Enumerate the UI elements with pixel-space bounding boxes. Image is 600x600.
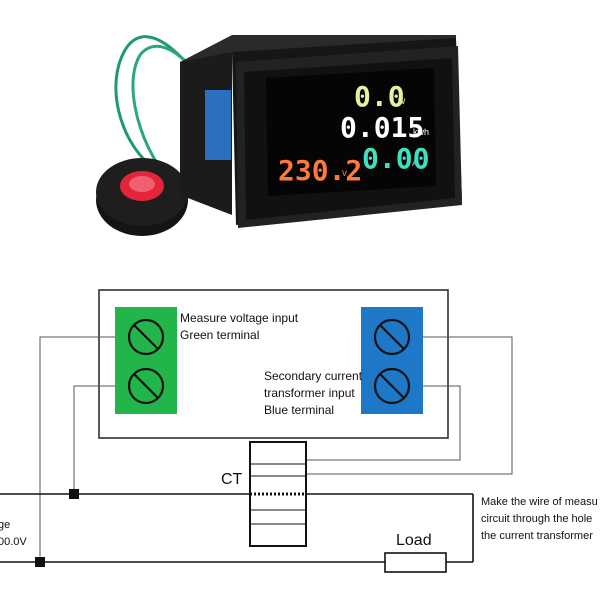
green-terminal-block <box>115 307 177 414</box>
signal-wires <box>39 336 513 562</box>
load-resistor <box>384 552 447 573</box>
voltage-unit: v <box>342 168 347 179</box>
main-circuit <box>0 493 474 563</box>
blue-terminal-block <box>361 307 423 414</box>
screw-terminal-icon <box>127 367 165 405</box>
ct-ring-photo <box>96 158 188 236</box>
left-text-1: ge <box>0 519 10 531</box>
meter-display: 0.0 w 0.015 kwh 230.2 v 0.00 A <box>266 68 436 196</box>
blue-label-1: Secondary current <box>264 369 363 383</box>
ct-label: CT <box>221 471 243 488</box>
meter-outline <box>98 289 449 439</box>
blue-label-3: Blue terminal <box>264 403 334 417</box>
power-value: 0.0 <box>354 80 405 113</box>
left-text-2: 00.0V <box>0 536 27 548</box>
ct-transformer <box>249 441 307 547</box>
energy-unit: kwh <box>413 127 429 137</box>
energy-value: 0.015 <box>340 111 424 144</box>
screw-terminal-icon <box>373 318 411 356</box>
load-label: Load <box>396 532 432 549</box>
current-value: 0.00 <box>362 142 429 175</box>
junction-dot <box>35 557 45 567</box>
junction-dot <box>69 489 79 499</box>
blue-label-2: transformer input <box>264 386 355 400</box>
screw-terminal-icon <box>127 318 165 356</box>
power-unit: w <box>397 96 406 107</box>
current-unit: A <box>412 158 419 169</box>
right-text-2: circuit through the hole <box>481 513 592 525</box>
voltage-value: 230.2 <box>278 154 362 187</box>
green-label-2: Green terminal <box>180 328 259 342</box>
green-label-1: Measure voltage input <box>180 311 299 325</box>
right-text-1: Make the wire of measu <box>481 496 598 508</box>
right-text-3: the current transformer <box>481 530 593 542</box>
screw-terminal-icon <box>373 367 411 405</box>
